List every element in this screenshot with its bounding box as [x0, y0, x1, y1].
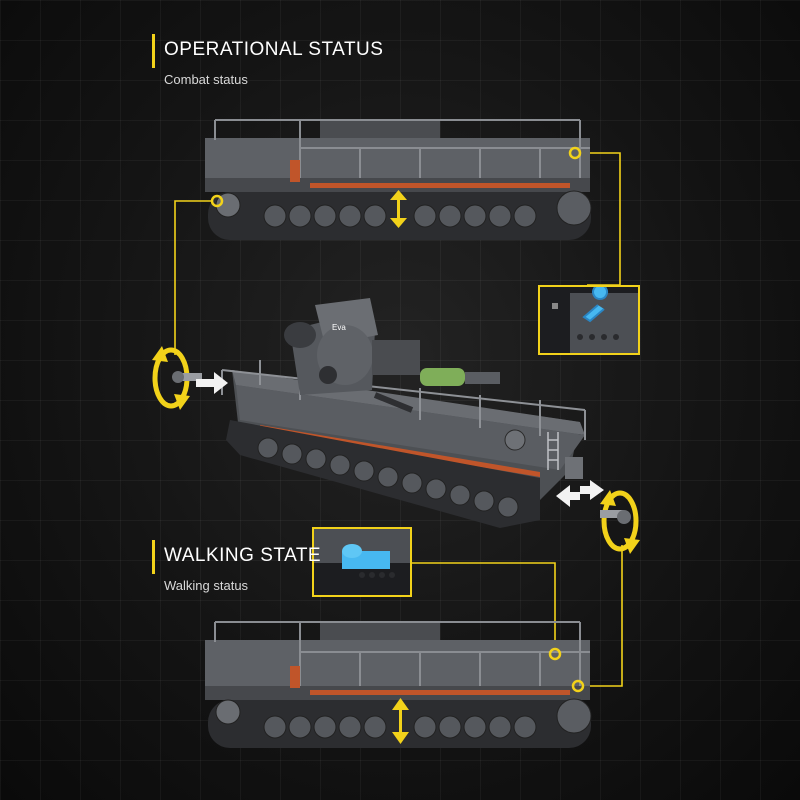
shell	[420, 368, 465, 386]
operational-status-subtitle: Combat status	[164, 72, 248, 87]
marker-point	[571, 679, 585, 693]
hull-stripe	[310, 183, 570, 188]
connector-left	[174, 200, 217, 355]
detail-inset-bottom	[312, 527, 412, 597]
turret-label: Eva	[332, 323, 346, 332]
vertical-arrow-icon	[390, 190, 407, 228]
marker-point	[568, 146, 582, 160]
marker-point	[548, 647, 562, 661]
connector-right-bottom	[578, 545, 623, 687]
heading-accent-bar	[152, 540, 155, 574]
vertical-arrow-icon	[392, 698, 409, 744]
operational-status-title: OPERATIONAL STATUS	[164, 39, 384, 60]
heading-accent-bar	[152, 34, 155, 68]
walking-state-title: WALKING STATE	[164, 545, 322, 566]
walking-state-subtitle: Walking status	[164, 578, 249, 593]
detail-inset-top	[538, 285, 640, 355]
marker-point	[210, 194, 224, 208]
